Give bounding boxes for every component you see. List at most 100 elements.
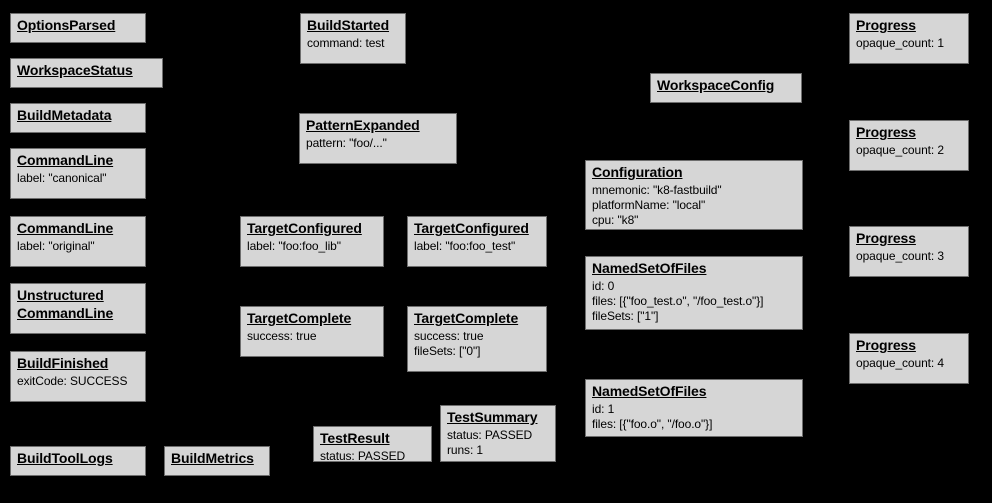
event-node-title: Progress xyxy=(856,230,962,248)
event-node-pattern-expanded[interactable]: PatternExpanded pattern: "foo/..." xyxy=(299,113,457,164)
event-node-target-complete-foo-lib[interactable]: TargetComplete success: true xyxy=(240,306,384,357)
event-node-progress-1[interactable]: Progress opaque_count: 1 xyxy=(849,13,969,64)
event-node-attribute: status: PASSED xyxy=(320,449,406,462)
event-node-title: BuildMetrics xyxy=(171,450,263,468)
event-node-title: TestSummary xyxy=(447,409,549,427)
event-node-title: CommandLine xyxy=(17,220,139,238)
event-node-title-line: TargetComplete xyxy=(414,310,519,326)
event-node-title-line: BuildMetadata xyxy=(17,107,112,123)
event-node-command-line-canonical[interactable]: CommandLine label: "canonical" xyxy=(10,148,146,199)
event-node-build-metrics[interactable]: BuildMetrics xyxy=(164,446,270,476)
event-node-title: TargetComplete xyxy=(247,310,377,328)
event-node-attribute: files: [{"foo.o", "/foo.o"}] xyxy=(592,417,713,431)
event-node-title: TargetConfigured xyxy=(247,220,377,238)
event-node-attribute: exitCode: SUCCESS xyxy=(17,374,128,388)
event-node-title: TargetConfigured xyxy=(414,220,540,238)
event-node-title: TargetComplete xyxy=(414,310,540,328)
event-node-attribute: success: true xyxy=(414,329,484,343)
event-node-configuration[interactable]: Configuration mnemonic: "k8-fastbuild"pla… xyxy=(585,160,803,230)
event-node-title-line: TargetComplete xyxy=(247,310,352,326)
event-node-title: NamedSetOfFiles xyxy=(592,383,796,401)
event-node-attribute: files: [{"foo_test.o", "/foo_test.o"}] xyxy=(592,294,764,308)
event-node-title-line: TargetConfigured xyxy=(414,220,529,236)
event-node-attributes: command: test xyxy=(307,36,399,51)
event-node-attribute: id: 1 xyxy=(592,402,615,416)
event-node-attribute: status: PASSED xyxy=(447,428,533,442)
event-node-attribute: label: "foo:foo_lib" xyxy=(247,239,341,253)
event-node-build-finished[interactable]: BuildFinished exitCode: SUCCESS xyxy=(10,351,146,402)
event-node-target-configured-foo-lib[interactable]: TargetConfigured label: "foo:foo_lib" xyxy=(240,216,384,267)
event-node-title: TestResult xyxy=(320,430,425,448)
event-node-attribute: runs: 1 xyxy=(447,443,483,457)
event-node-attributes: label: "foo:foo_lib" xyxy=(247,239,377,254)
event-node-command-line-original[interactable]: CommandLine label: "original" xyxy=(10,216,146,267)
event-node-title-line: CommandLine xyxy=(17,305,114,321)
event-node-attributes: opaque_count: 2 xyxy=(856,143,962,158)
event-node-attributes: opaque_count: 1 xyxy=(856,36,962,51)
event-node-attribute: id: 0 xyxy=(592,279,615,293)
event-node-attribute: label: "foo:foo_test" xyxy=(414,239,516,253)
event-node-title-line: PatternExpanded xyxy=(306,117,420,133)
event-node-attribute: mnemonic: "k8-fastbuild" xyxy=(592,183,722,197)
event-node-title-line: Progress xyxy=(856,230,916,246)
event-node-options-parsed[interactable]: OptionsParsed xyxy=(10,13,146,43)
event-node-attributes: mnemonic: "k8-fastbuild"platformName: "l… xyxy=(592,183,796,228)
event-node-attribute: platformName: "local" xyxy=(592,198,706,212)
event-node-workspace-status[interactable]: WorkspaceStatus xyxy=(10,58,163,88)
event-node-title-line: WorkspaceConfig xyxy=(657,77,775,93)
event-node-attributes: pattern: "foo/..." xyxy=(306,136,450,151)
event-node-title-line: TestResult xyxy=(320,430,390,446)
event-node-title: Configuration xyxy=(592,164,796,182)
event-node-title-line: NamedSetOfFiles xyxy=(592,383,707,399)
event-node-attribute: pattern: "foo/..." xyxy=(306,136,387,150)
event-node-title: Progress xyxy=(856,17,962,35)
event-node-title: WorkspaceStatus xyxy=(17,62,156,80)
event-node-title-line: WorkspaceStatus xyxy=(17,62,133,78)
event-node-title: PatternExpanded xyxy=(306,117,450,135)
event-node-title: BuildStarted xyxy=(307,17,399,35)
event-node-attributes: success: true xyxy=(247,329,377,344)
event-node-title-line: Progress xyxy=(856,337,916,353)
event-node-title-line: CommandLine xyxy=(17,220,114,236)
event-node-title-line: CommandLine xyxy=(17,152,114,168)
event-node-title-line: BuildFinished xyxy=(17,355,109,371)
event-node-build-tool-logs[interactable]: BuildToolLogs xyxy=(10,446,146,476)
event-node-title-line: TargetConfigured xyxy=(247,220,362,236)
event-node-title: NamedSetOfFiles xyxy=(592,260,796,278)
event-node-title: OptionsParsed xyxy=(17,17,139,35)
event-node-build-metadata[interactable]: BuildMetadata xyxy=(10,103,146,133)
event-node-test-result[interactable]: TestResult status: PASSED xyxy=(313,426,432,462)
event-node-attributes: exitCode: SUCCESS xyxy=(17,374,139,389)
event-node-attribute: label: "canonical" xyxy=(17,171,107,185)
event-node-title-line: BuildToolLogs xyxy=(17,450,113,466)
event-node-title-line: Progress xyxy=(856,17,916,33)
event-node-title-line: BuildMetrics xyxy=(171,450,254,466)
event-node-attributes: label: "canonical" xyxy=(17,171,139,186)
event-node-workspace-config[interactable]: WorkspaceConfig xyxy=(650,73,802,103)
event-node-target-configured-foo-test[interactable]: TargetConfigured label: "foo:foo_test" xyxy=(407,216,547,267)
event-node-title: WorkspaceConfig xyxy=(657,77,795,95)
event-node-title: Progress xyxy=(856,124,962,142)
event-node-attributes: status: PASSED xyxy=(320,449,425,462)
event-node-attribute: command: test xyxy=(307,36,385,50)
event-node-title: Progress xyxy=(856,337,962,355)
event-node-title-line: Configuration xyxy=(592,164,683,180)
event-node-attribute: label: "original" xyxy=(17,239,95,253)
event-node-title: BuildFinished xyxy=(17,355,139,373)
event-node-attribute: fileSets: ["0"] xyxy=(414,344,481,358)
